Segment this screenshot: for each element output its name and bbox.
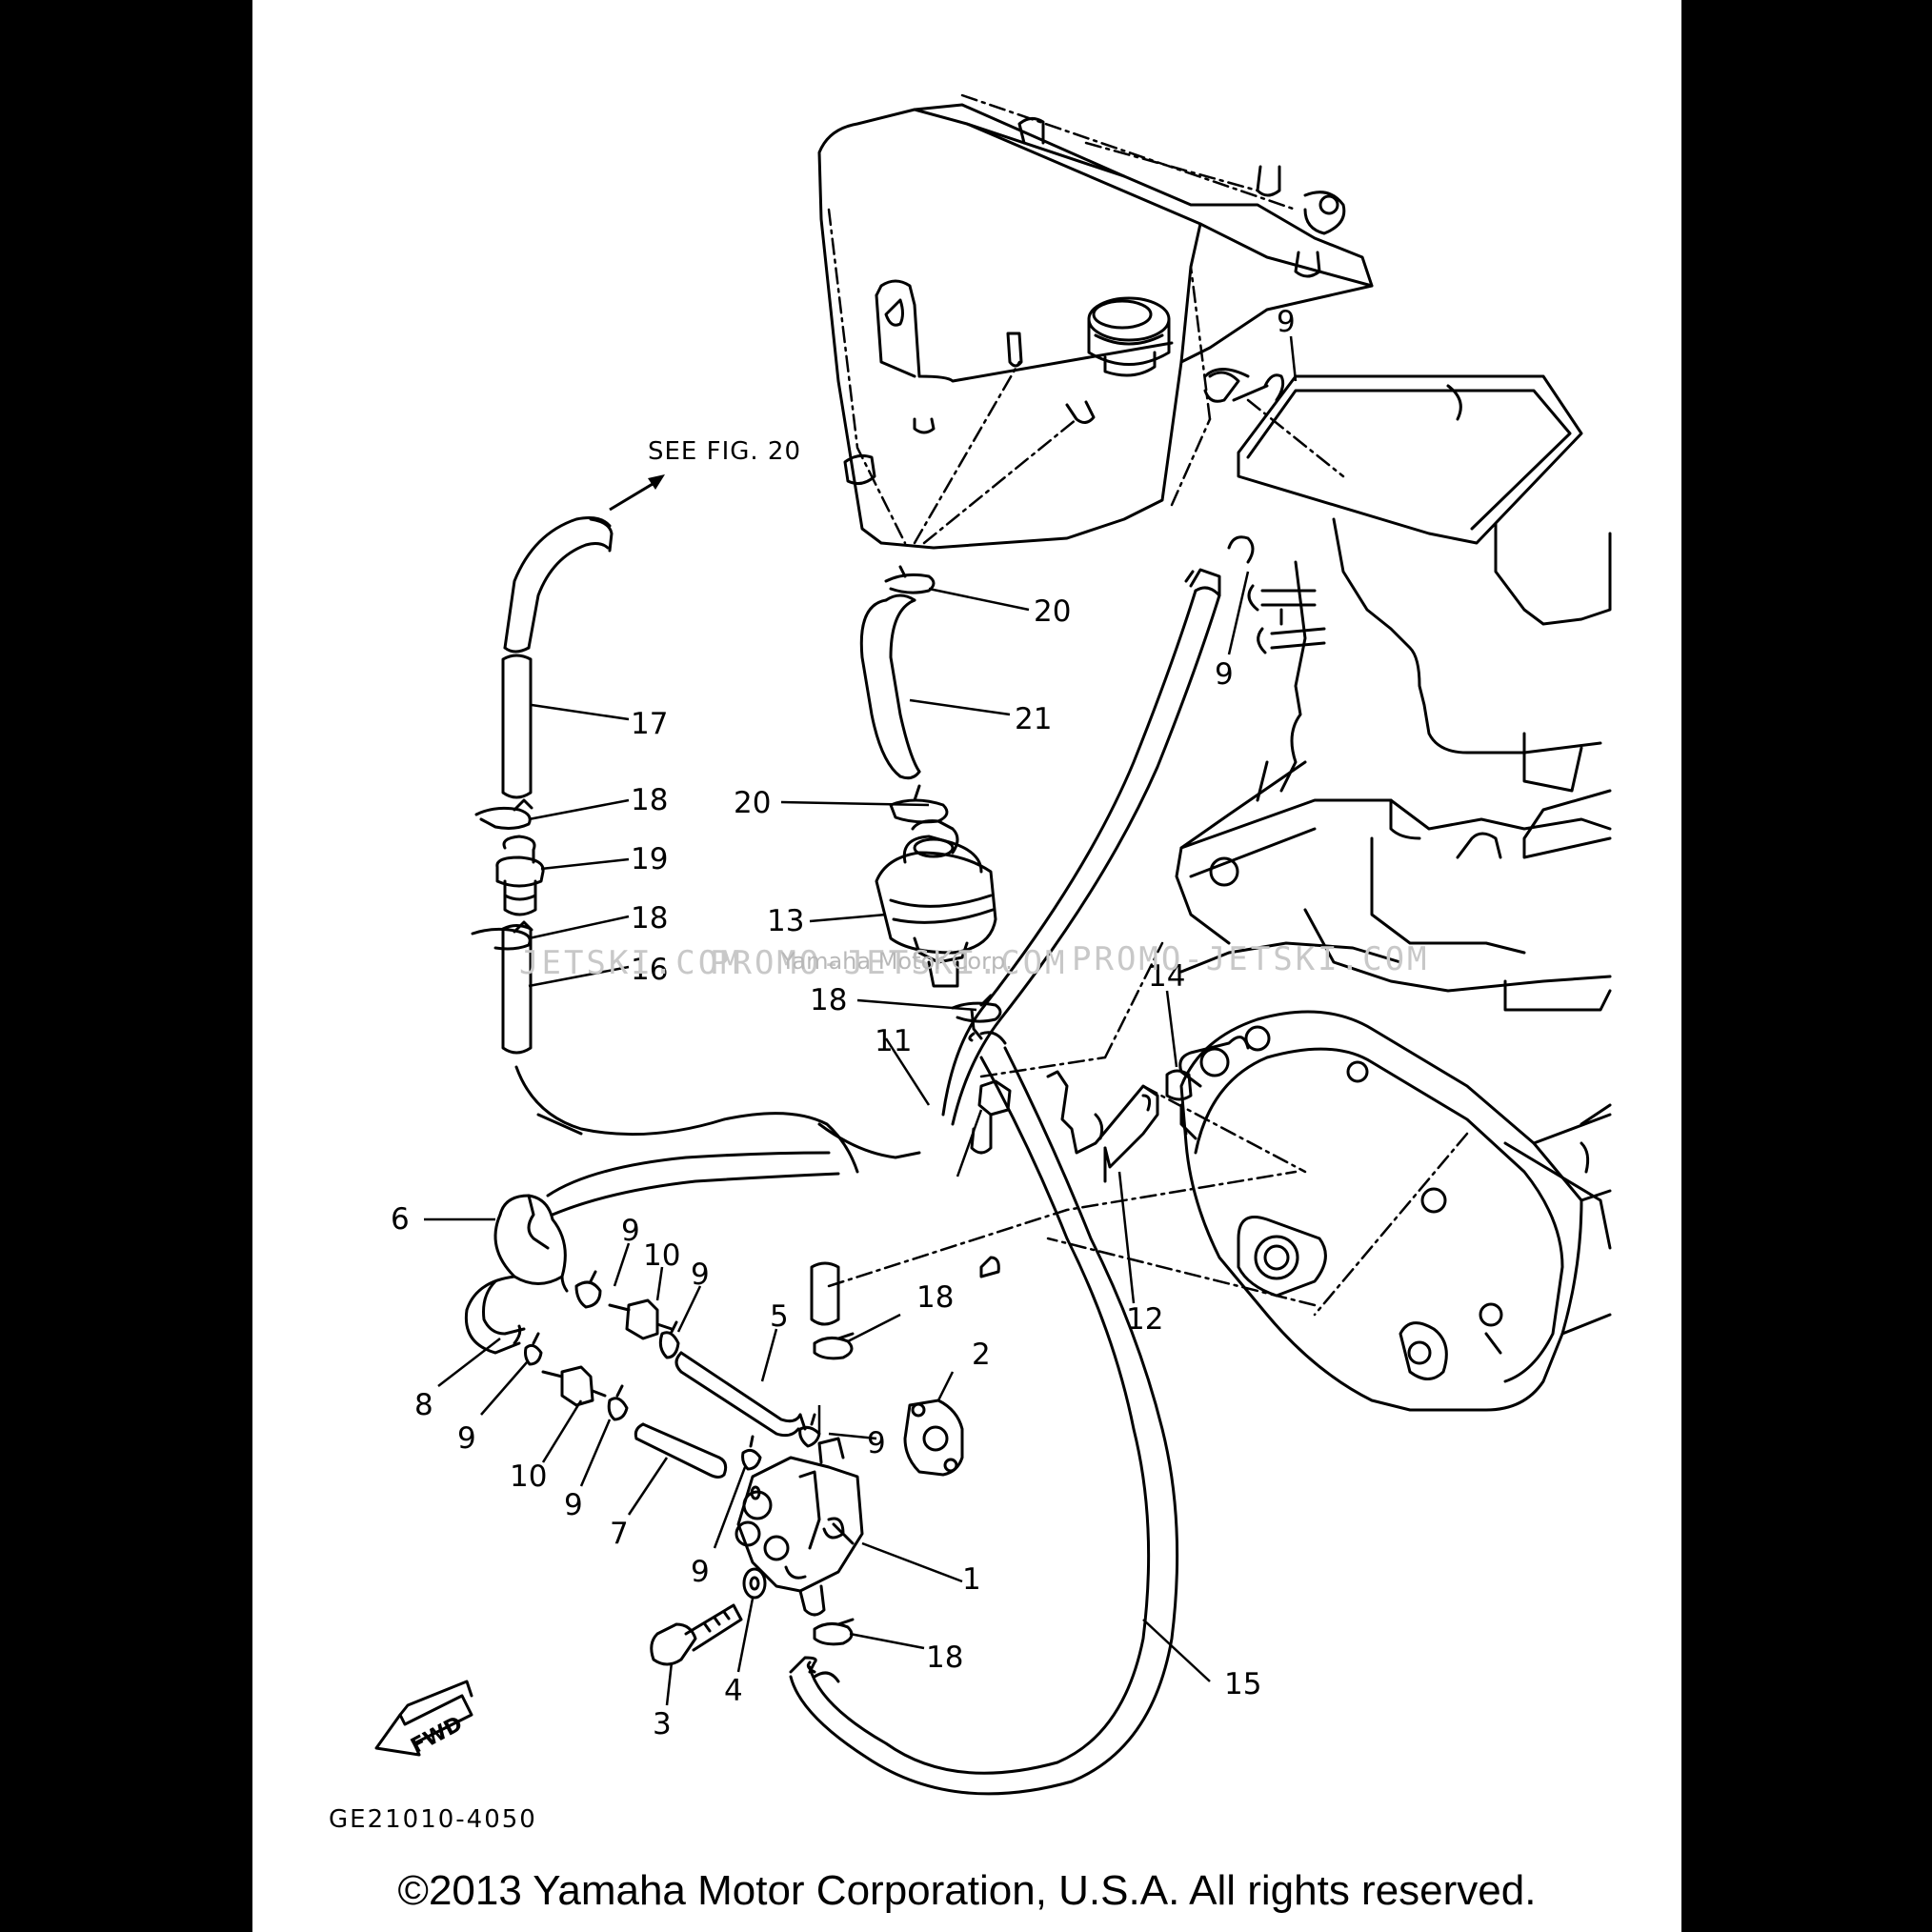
watermark-center: Yamaha Motor Corp. (780, 948, 1013, 975)
callout-3: 3 (653, 1707, 672, 1741)
oil-pump (735, 1437, 864, 1617)
callout-9-e: 9 (457, 1421, 476, 1456)
callout-8: 8 (414, 1388, 433, 1422)
callout-18-d: 18 (916, 1280, 954, 1315)
diagram-sheet (252, 0, 1681, 1932)
fwd-arrow-icon (374, 1680, 473, 1757)
callout-labels: 9 20 9 17 21 18 20 19 13 18 16 18 14 11 … (391, 305, 1296, 1741)
joint-fitting (495, 835, 545, 916)
check-valves (541, 1298, 674, 1407)
callout-20-top: 20 (1034, 594, 1071, 629)
callout-9-g: 9 (564, 1488, 583, 1522)
callout-10-a: 10 (643, 1238, 680, 1273)
watermarks: JETSKI.COM PROMO-JETSKI.COM Yamaha Motor… (519, 940, 1430, 982)
callout-9-f: 9 (867, 1426, 886, 1460)
callout-5: 5 (770, 1299, 789, 1334)
hose-clips (471, 373, 1285, 1646)
see-fig-arrow-icon (609, 474, 665, 512)
watermark-mid: PROMO-JETSKI.COM (710, 944, 1068, 982)
callout-9-d: 9 (691, 1258, 710, 1292)
callout-18-a: 18 (631, 783, 668, 817)
callout-9-h: 9 (691, 1555, 710, 1589)
callout-13: 13 (767, 904, 804, 938)
fitting-14 (1165, 1069, 1193, 1136)
callout-18-b: 18 (631, 901, 668, 936)
callout-9-right: 9 (1215, 657, 1234, 692)
see-fig-note: SEE FIG. 20 (648, 437, 801, 466)
callout-11: 11 (875, 1024, 912, 1058)
watermark-left: JETSKI.COM (519, 944, 743, 982)
hoses (464, 368, 1269, 1796)
callout-18-e: 18 (926, 1640, 963, 1675)
callout-19: 19 (631, 842, 668, 876)
oil-tank (817, 103, 1374, 550)
callout-14: 14 (1148, 959, 1185, 994)
callout-2: 2 (972, 1338, 991, 1372)
callout-17: 17 (631, 707, 668, 741)
callout-9-top: 9 (1277, 305, 1296, 339)
callout-21: 21 (1015, 702, 1052, 736)
copyright-notice: ©2013 Yamaha Motor Corporation, U.S.A. A… (397, 1867, 1537, 1914)
callout-20-mid: 20 (734, 786, 771, 820)
callout-leaders (424, 335, 1298, 1706)
watermark-right: PROMO-JETSKI.COM (1072, 940, 1430, 978)
callout-9-c: 9 (621, 1214, 640, 1248)
callout-18-c: 18 (810, 983, 847, 1017)
gasket (903, 1399, 964, 1477)
callout-1: 1 (962, 1562, 981, 1597)
callout-6: 6 (391, 1202, 410, 1237)
oil-filter (875, 819, 997, 988)
callout-10-b: 10 (510, 1459, 547, 1494)
bolts-right (1247, 584, 1326, 654)
callout-7: 7 (610, 1517, 629, 1551)
callout-4: 4 (724, 1674, 743, 1708)
callout-16: 16 (631, 953, 668, 987)
callout-12: 12 (1126, 1302, 1163, 1337)
engine-assembly (1175, 374, 1766, 1012)
callout-15: 15 (1224, 1667, 1261, 1701)
gear-cover (1178, 1010, 1612, 1412)
drawing-code: GE21010-4050 (329, 1805, 537, 1834)
